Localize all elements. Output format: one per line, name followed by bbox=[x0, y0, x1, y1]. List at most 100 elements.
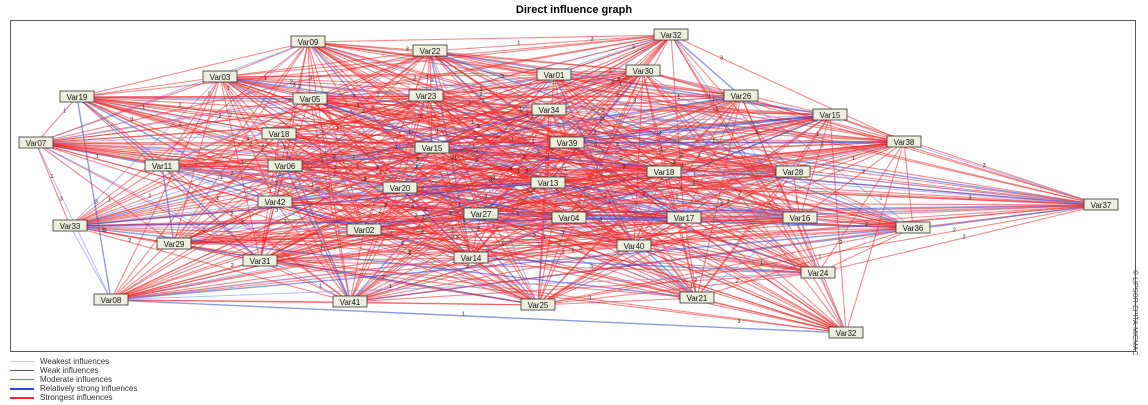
node-var27[interactable]: Var27 bbox=[463, 207, 499, 220]
influence-edge bbox=[547, 182, 914, 229]
node-var41[interactable]: Var41 bbox=[332, 295, 368, 308]
node-var13[interactable]: Var13 bbox=[530, 176, 566, 189]
edge-weight: 3 bbox=[496, 134, 499, 140]
node-var14[interactable]: Var14 bbox=[453, 251, 489, 264]
node-var15a[interactable]: Var15 bbox=[812, 108, 848, 121]
edge-weight: 3 bbox=[477, 124, 480, 130]
node-box bbox=[414, 141, 450, 154]
node-var06[interactable]: Var06 bbox=[267, 159, 303, 172]
node-var25[interactable]: Var25 bbox=[520, 298, 556, 311]
influence-edge bbox=[425, 95, 472, 259]
node-var26[interactable]: Var26 bbox=[723, 89, 759, 102]
node-label: Var15 bbox=[820, 111, 841, 120]
edge-weight: 2 bbox=[533, 186, 536, 192]
node-var17[interactable]: Var17 bbox=[666, 211, 702, 224]
influence-edge bbox=[76, 96, 261, 262]
edge-weight: 3 bbox=[561, 230, 564, 236]
node-var38[interactable]: Var38 bbox=[886, 135, 922, 148]
node-box bbox=[625, 64, 661, 77]
node-var08[interactable]: Var08 bbox=[93, 293, 129, 306]
node-var23[interactable]: Var23 bbox=[408, 89, 444, 102]
edge-weight: 2 bbox=[231, 263, 234, 269]
edge-weight: 2 bbox=[299, 84, 302, 90]
node-var19[interactable]: Var19 bbox=[59, 90, 95, 103]
node-var07[interactable]: Var07 bbox=[18, 136, 54, 149]
edge-weight: 2 bbox=[327, 183, 330, 189]
influence-edge bbox=[309, 95, 742, 100]
edge-weight: 1 bbox=[600, 171, 603, 177]
node-var33[interactable]: Var33 bbox=[52, 219, 88, 232]
node-var30[interactable]: Var30 bbox=[625, 64, 661, 77]
influence-edge bbox=[35, 109, 550, 144]
influence-edge bbox=[537, 245, 635, 306]
node-label: Var22 bbox=[420, 47, 441, 56]
node-label: Var05 bbox=[300, 95, 321, 104]
node-var03[interactable]: Var03 bbox=[202, 70, 238, 83]
node-var05[interactable]: Var05 bbox=[292, 92, 328, 105]
node-var15b[interactable]: Var15 bbox=[414, 141, 450, 154]
node-var04[interactable]: Var04 bbox=[551, 211, 587, 224]
influence-edge bbox=[69, 225, 365, 231]
node-var18[interactable]: Var18 bbox=[261, 127, 297, 140]
node-var29[interactable]: Var29 bbox=[156, 237, 192, 250]
influence-edge bbox=[69, 225, 112, 301]
edge-weight: 1 bbox=[352, 155, 355, 161]
edge-weight: 1 bbox=[108, 198, 111, 204]
node-label: Var25 bbox=[528, 301, 549, 310]
node-label: Var18 bbox=[654, 168, 675, 177]
node-var32a[interactable]: Var32 bbox=[653, 28, 689, 41]
node-var22[interactable]: Var22 bbox=[412, 44, 448, 57]
node-var18b[interactable]: Var18 bbox=[646, 165, 682, 178]
node-var24[interactable]: Var24 bbox=[800, 266, 836, 279]
node-label: Var18 bbox=[269, 130, 290, 139]
influence-edge bbox=[278, 95, 427, 135]
node-var16[interactable]: Var16 bbox=[782, 211, 818, 224]
node-box bbox=[52, 219, 88, 232]
node-var20[interactable]: Var20 bbox=[382, 181, 418, 194]
node-var21[interactable]: Var21 bbox=[679, 291, 715, 304]
edge-weight: 2 bbox=[620, 156, 623, 162]
influence-edge bbox=[663, 171, 914, 229]
influence-edge bbox=[537, 297, 698, 306]
node-var31[interactable]: Var31 bbox=[242, 254, 278, 267]
influence-edge bbox=[792, 171, 801, 219]
edge-weight: 1 bbox=[492, 225, 495, 231]
edge-weight: 3 bbox=[968, 196, 971, 202]
influence-edge bbox=[259, 201, 276, 262]
edge-weight: 3 bbox=[578, 202, 581, 208]
influence-edge bbox=[349, 229, 365, 303]
node-label: Var19 bbox=[67, 93, 88, 102]
node-box bbox=[290, 35, 326, 48]
node-label: Var13 bbox=[538, 179, 559, 188]
node-label: Var08 bbox=[101, 296, 122, 305]
edge-weight: 1 bbox=[693, 172, 696, 178]
node-var34[interactable]: Var34 bbox=[531, 103, 567, 116]
node-var36[interactable]: Var36 bbox=[895, 221, 931, 234]
node-var40[interactable]: Var40 bbox=[616, 239, 652, 252]
node-var28[interactable]: Var28 bbox=[775, 165, 811, 178]
node-var09[interactable]: Var09 bbox=[290, 35, 326, 48]
legend-swatch bbox=[10, 370, 34, 371]
node-box bbox=[666, 211, 702, 224]
edge-weight: 3 bbox=[475, 158, 478, 164]
influence-edge bbox=[696, 227, 914, 299]
node-var37[interactable]: Var37 bbox=[1083, 198, 1119, 211]
influence-edge bbox=[309, 74, 555, 100]
edge-weight: 2 bbox=[862, 169, 865, 175]
influence-edge bbox=[817, 204, 1102, 274]
influence-edge bbox=[817, 272, 847, 334]
edge-weight: 1 bbox=[216, 196, 219, 202]
node-box bbox=[828, 326, 864, 339]
node-box bbox=[93, 293, 129, 306]
node-var02[interactable]: Var02 bbox=[346, 223, 382, 236]
node-var42[interactable]: Var42 bbox=[257, 195, 293, 208]
edge-weight: 1 bbox=[436, 129, 439, 135]
influence-edge bbox=[69, 34, 672, 227]
node-var32b[interactable]: Var32 bbox=[828, 326, 864, 339]
node-var11[interactable]: Var11 bbox=[144, 159, 180, 172]
node-var01[interactable]: Var01 bbox=[536, 68, 572, 81]
node-box bbox=[520, 298, 556, 311]
node-var39[interactable]: Var39 bbox=[549, 136, 585, 149]
node-label: Var28 bbox=[783, 168, 804, 177]
